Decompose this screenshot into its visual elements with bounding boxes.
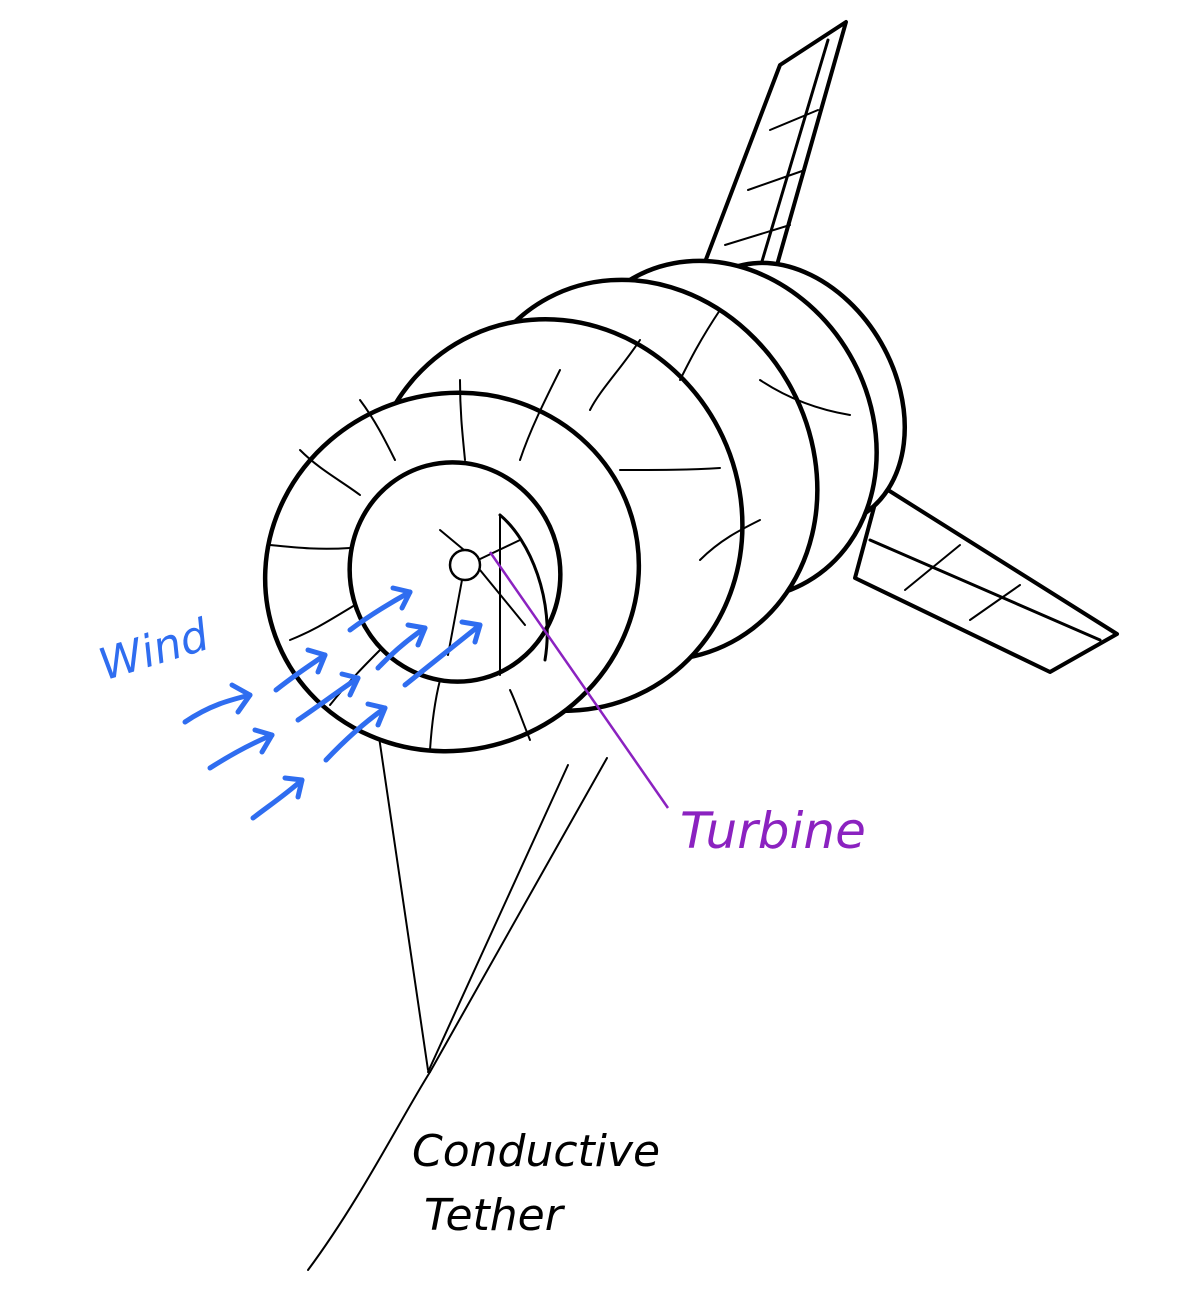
turbine-hub (448, 548, 482, 582)
inflatable-body (262, 258, 908, 754)
wind-arrow-icon (182, 682, 253, 725)
body-segments (269, 309, 851, 751)
wind-arrow-icon (273, 647, 328, 693)
top-fin (703, 20, 848, 274)
turbine-pointer-line (488, 551, 670, 809)
tether-label: Conductive Tether (412, 1120, 660, 1248)
wind-arrows (182, 585, 483, 821)
wind-arrow-icon (323, 701, 388, 763)
wind-arrow-icon (295, 671, 361, 723)
tether-label-line1: Conductive (412, 1126, 661, 1177)
tether-label-line2: Tether (424, 1190, 563, 1241)
side-fin (853, 483, 1119, 674)
wind-arrow-icon (402, 619, 483, 688)
turbine-label: Turbine (680, 802, 866, 860)
wind-arrow-icon (207, 727, 275, 771)
wind-arrow-icon (375, 622, 428, 671)
tether-lines (307, 729, 608, 1271)
wind-arrow-icon (250, 775, 305, 821)
wind-arrow-icon (347, 585, 413, 633)
